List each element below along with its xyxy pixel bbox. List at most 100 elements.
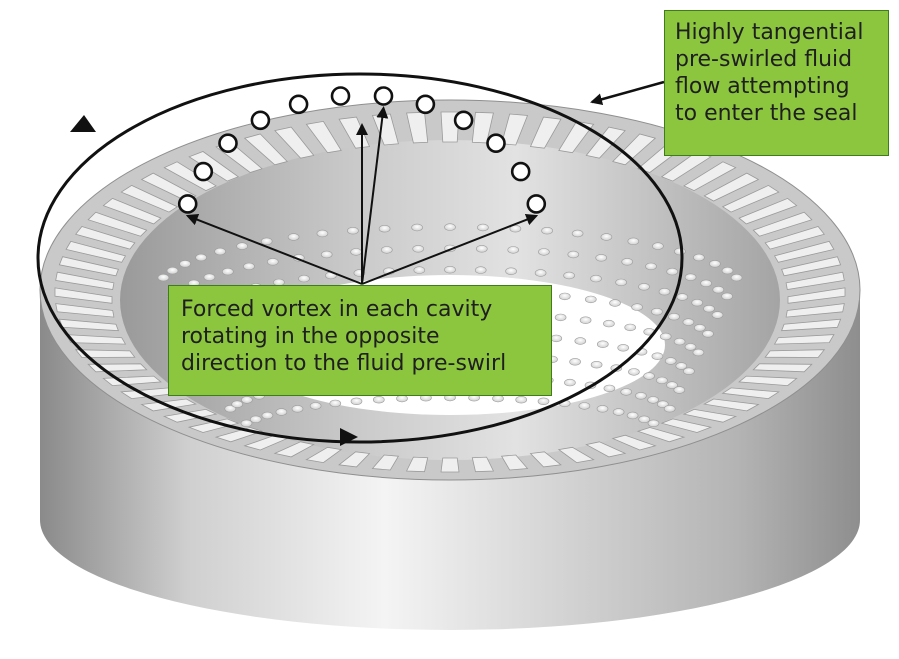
- seal-tooth: [471, 456, 495, 473]
- seal-tooth: [781, 256, 842, 277]
- honeycomb-hole: [564, 378, 576, 387]
- seal-tooth: [273, 441, 315, 458]
- seal-tooth: [54, 287, 113, 304]
- seal-tooth: [585, 126, 626, 159]
- seal-tooth: [721, 387, 780, 400]
- seal-tooth: [500, 454, 529, 471]
- vortex-circle-icon: [453, 110, 474, 131]
- honeycomb-hole: [590, 361, 603, 369]
- honeycomb-hole: [652, 242, 664, 250]
- honeycomb-hole: [635, 392, 647, 400]
- honeycomb-hole: [378, 225, 391, 233]
- honeycomb-hole: [554, 313, 567, 322]
- seal-tooth: [752, 363, 813, 373]
- honeycomb-hole: [372, 396, 385, 404]
- honeycomb-hole: [693, 324, 706, 332]
- seal-tooth: [703, 398, 760, 412]
- honeycomb-hole: [574, 337, 587, 345]
- honeycomb-hole: [647, 396, 659, 404]
- honeycomb-hole: [620, 388, 633, 396]
- seal-tooth: [682, 408, 738, 423]
- seal-tooth: [305, 120, 342, 154]
- honeycomb-hole: [658, 288, 671, 296]
- callout-pre-swirl: Highly tangential pre-swirled fluid flow…: [664, 10, 889, 156]
- honeycomb-hole: [590, 274, 602, 283]
- seal-tooth: [764, 349, 826, 358]
- honeycomb-hole: [260, 237, 273, 246]
- vortex-cavities: [177, 86, 547, 214]
- honeycomb-hole: [412, 245, 425, 253]
- honeycomb-hole: [222, 267, 234, 276]
- seal-tooth: [764, 226, 825, 250]
- honeycomb-hole: [179, 260, 191, 268]
- seal-tooth: [611, 434, 657, 451]
- honeycomb-hole: [563, 271, 575, 280]
- honeycomb-hole: [250, 415, 262, 423]
- honeycomb-hole: [534, 269, 547, 277]
- honeycomb-hole: [609, 299, 621, 307]
- vortex-circle-icon: [218, 133, 238, 153]
- seal-tooth: [406, 111, 429, 144]
- seal-tooth: [65, 240, 127, 263]
- honeycomb-hole: [721, 292, 733, 300]
- honeycomb-hole: [709, 260, 721, 268]
- honeycomb-hole: [477, 223, 489, 232]
- honeycomb-hole: [243, 262, 255, 271]
- honeycomb-hole: [509, 225, 522, 233]
- honeycomb-hole: [691, 299, 704, 307]
- seal-tooth: [188, 151, 240, 182]
- seal-tooth: [781, 318, 842, 332]
- seal-tooth: [612, 133, 657, 166]
- honeycomb-hole: [236, 242, 248, 250]
- honeycomb-hole: [626, 411, 639, 420]
- seal-tooth: [785, 303, 845, 318]
- callout-pre-swirl-line: pre-swirled fluid: [675, 47, 853, 72]
- honeycomb-hole: [261, 411, 274, 420]
- seal-tooth: [440, 457, 460, 473]
- honeycomb-hole: [615, 278, 627, 287]
- vortex-circle-icon: [330, 86, 351, 106]
- seal-tooth: [405, 456, 429, 473]
- callout-forced-vortex-line: Forced vortex in each cavity: [181, 297, 493, 322]
- honeycomb-hole: [656, 400, 669, 408]
- honeycomb-hole: [651, 352, 664, 360]
- honeycomb-hole: [316, 229, 329, 238]
- vortex-circle-icon: [415, 94, 436, 115]
- honeycomb-hole: [203, 273, 216, 281]
- honeycomb-hole: [298, 274, 310, 283]
- honeycomb-hole: [474, 266, 487, 274]
- honeycomb-hole: [347, 227, 359, 235]
- honeycomb-hole: [538, 248, 550, 256]
- callout-forced-vortex-line: rotating in the opposite: [181, 324, 440, 349]
- honeycomb-hole: [675, 362, 688, 370]
- honeycomb-hole: [596, 340, 609, 348]
- flow-arrow-left-icon: [70, 115, 96, 132]
- seal-tooth: [721, 184, 780, 213]
- honeycomb-hole: [666, 381, 678, 389]
- seal-teeth: [54, 111, 846, 473]
- honeycomb-hole: [711, 311, 724, 319]
- honeycomb-hole: [692, 348, 705, 357]
- honeycomb-hole: [584, 295, 597, 304]
- honeycomb-hole: [231, 400, 243, 408]
- honeycomb-hole: [684, 343, 697, 351]
- honeycomb-hole: [682, 318, 695, 326]
- vortex-circle-icon: [250, 110, 271, 131]
- seal-tooth: [585, 441, 627, 458]
- vortex-circle-icon: [177, 194, 198, 214]
- honeycomb-hole: [631, 303, 643, 311]
- honeycomb-hole: [224, 405, 237, 413]
- honeycomb-hole: [507, 246, 520, 254]
- honeycomb-hole: [505, 267, 517, 275]
- honeycomb-hole: [309, 402, 322, 410]
- seal-tooth: [738, 375, 798, 387]
- honeycomb-hole: [664, 357, 677, 365]
- honeycomb-hole: [703, 305, 715, 313]
- honeycomb-hole: [612, 408, 625, 416]
- honeycomb-hole: [673, 386, 686, 394]
- honeycomb-hole: [578, 402, 591, 410]
- honeycomb-hole: [350, 248, 362, 256]
- seal-tooth: [529, 451, 562, 468]
- honeycomb-hole: [596, 405, 609, 413]
